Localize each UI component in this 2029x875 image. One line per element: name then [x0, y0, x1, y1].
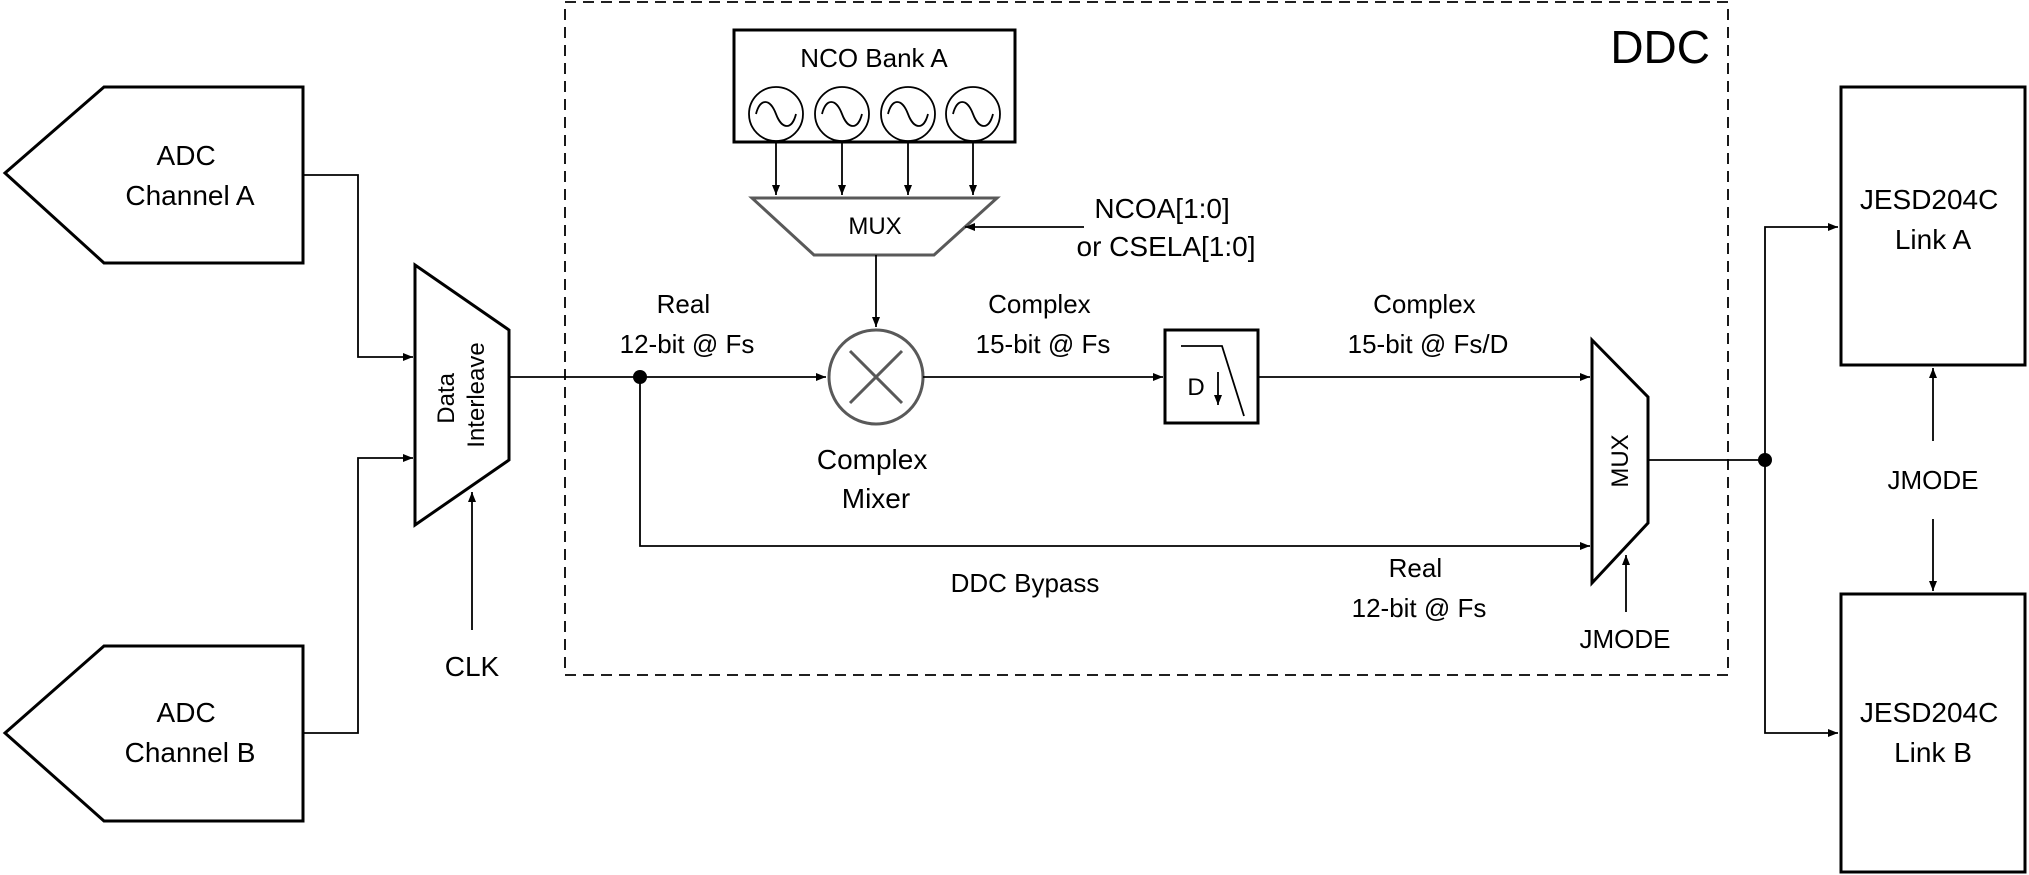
interleave-label: Data Interleave	[433, 342, 490, 447]
nco-oscillators	[748, 86, 1001, 142]
nco-mux-label: MUX	[848, 213, 901, 240]
sine-wave	[952, 101, 994, 127]
complex-mid-label: Complex 15-bit @ Fs	[976, 289, 1111, 359]
adc-a-wire	[303, 174, 413, 361]
real-bypass-label: Real 12-bit @ Fs	[1352, 553, 1487, 623]
link-b-label: JESD204C Link B	[1860, 697, 2006, 768]
jmode-mux-label: JMODE	[1580, 624, 1671, 654]
jesd204c-link-b	[1839, 592, 2027, 874]
nco-mux	[748, 196, 1001, 257]
sine-wave	[755, 101, 797, 127]
output-mux	[1590, 336, 1650, 587]
ddc-bypass-wire	[639, 377, 1590, 550]
ddc-boundary	[564, 1, 1729, 676]
data-interleave	[413, 262, 511, 528]
adc-channel-a	[2, 85, 305, 265]
decimator-label: D	[1187, 374, 1204, 401]
jmode-links-label: JMODE	[1888, 465, 1979, 495]
ncoa-select-label: NCOA[1:0] or CSELA[1:0]	[1077, 193, 1256, 262]
sine-wave	[887, 101, 929, 127]
clk-label: CLK	[445, 651, 500, 682]
jesd204c-link-a	[1839, 85, 2027, 367]
adc-channel-b	[2, 644, 305, 823]
nco-bank-label: NCO Bank A	[800, 43, 948, 73]
adc-b-label: ADC Channel B	[125, 697, 256, 768]
real-in-label: Real 12-bit @ Fs	[620, 289, 755, 359]
sine-wave	[821, 101, 863, 127]
output-mux-label: MUX	[1607, 434, 1634, 487]
lowpass-icon	[1181, 345, 1245, 417]
link-a-wire	[1764, 223, 1838, 460]
mixer-label: Complex Mixer	[817, 444, 935, 514]
adc-a-label: ADC Channel A	[125, 140, 255, 211]
bypass-label: DDC Bypass	[951, 568, 1100, 598]
link-a-label: JESD204C Link A	[1860, 184, 2006, 255]
complex-out-label: Complex 15-bit @ Fs/D	[1348, 289, 1509, 359]
decimation-filter	[1163, 328, 1260, 425]
adc-b-wire	[303, 454, 413, 734]
link-b-wire	[1764, 460, 1838, 737]
ddc-title: DDC	[1610, 21, 1710, 73]
mixer-cross	[848, 349, 904, 405]
